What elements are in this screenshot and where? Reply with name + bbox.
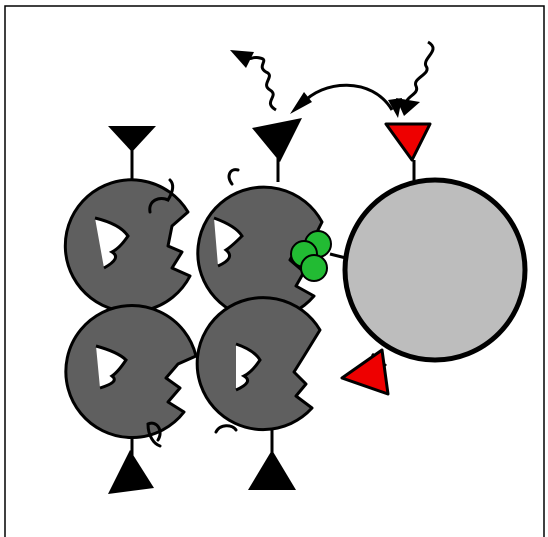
outgoing-wavy-arrow [230, 50, 277, 112]
incoming-wavy-arrow [396, 40, 435, 116]
red-ligand-top [384, 122, 432, 162]
green-linker-cluster [290, 230, 332, 282]
red-ligand-bottom [340, 348, 390, 396]
complex-subunit-bottom-right [195, 296, 322, 434]
black-ligand-top-right [252, 118, 302, 182]
black-ligand-bottom-left [108, 430, 154, 494]
complex-subunit-top-left [63, 178, 192, 314]
arrowhead-left [290, 92, 312, 114]
frame-border [4, 5, 545, 537]
light-gray-particle [329, 160, 528, 368]
black-ligand-bottom-right [248, 430, 296, 490]
black-ligand-top-left [108, 126, 156, 182]
energy-transfer-arrow [300, 83, 394, 111]
complex-subunit-top-right [196, 168, 324, 321]
complex-subunit-bottom-left [64, 304, 198, 448]
